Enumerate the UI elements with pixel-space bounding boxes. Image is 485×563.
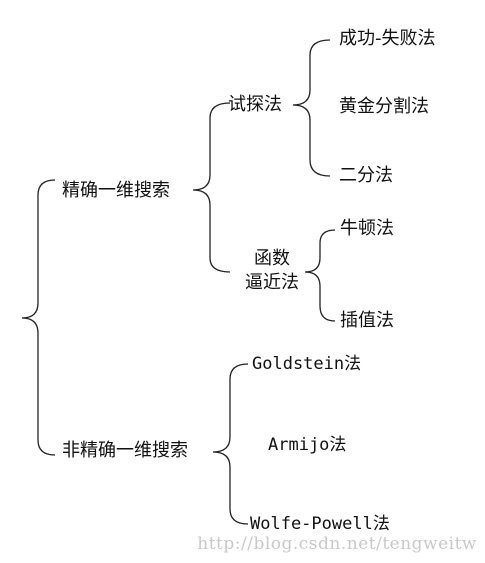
armijo-method-label: Armijo法 <box>268 435 347 455</box>
root-brace <box>21 179 56 456</box>
inexact-line-search-label: 非精确一维搜索 <box>62 440 188 461</box>
inexact-search-brace <box>212 363 249 525</box>
trial-method-label: 试探法 <box>228 94 282 115</box>
success-failure-method-label: 成功-失败法 <box>339 28 436 49</box>
wolfe-powell-method-label: Wolfe-Powell法 <box>250 514 390 534</box>
golden-section-method-label: 黄金分割法 <box>339 96 429 117</box>
newton-method-label: 牛顿法 <box>340 218 394 239</box>
goldstein-method-label: Goldstein法 <box>252 354 362 374</box>
interpolation-method-label: 插值法 <box>340 310 394 331</box>
trial-method-brace <box>292 39 331 177</box>
exact-line-search-label: 精确一维搜索 <box>62 180 170 201</box>
approx-method-label-line1: 函数 <box>254 248 290 269</box>
approx-method-label-line2: 逼近法 <box>245 272 299 293</box>
approx-method-brace <box>304 229 336 322</box>
bisection-method-label: 二分法 <box>339 165 393 186</box>
blog-watermark: http://blog.csdn.net/tengweitw <box>197 534 477 554</box>
exact-search-brace <box>192 102 231 273</box>
